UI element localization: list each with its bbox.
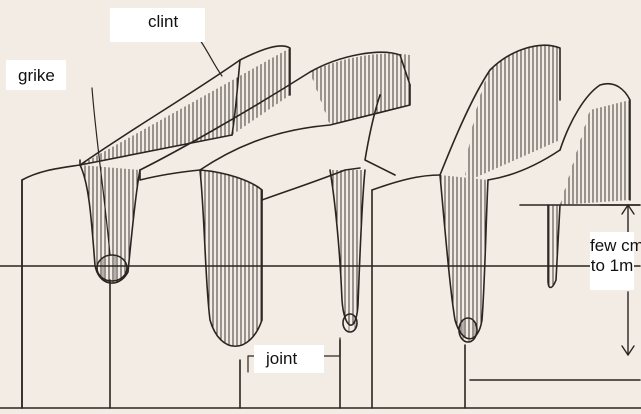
grike-2 (200, 170, 262, 346)
label-joint-text: joint (266, 349, 297, 368)
label-clint-text: clint (148, 12, 178, 31)
clint-block-3 (262, 168, 365, 332)
label-depth-line2: to 1m (590, 256, 634, 276)
label-joint: joint (254, 345, 324, 373)
label-depth-line1: few cm (590, 236, 634, 256)
label-clint: clint (110, 8, 205, 42)
label-grike: grike (6, 60, 66, 90)
label-depth: few cm to 1m (590, 232, 634, 290)
label-grike-text: grike (18, 66, 55, 85)
